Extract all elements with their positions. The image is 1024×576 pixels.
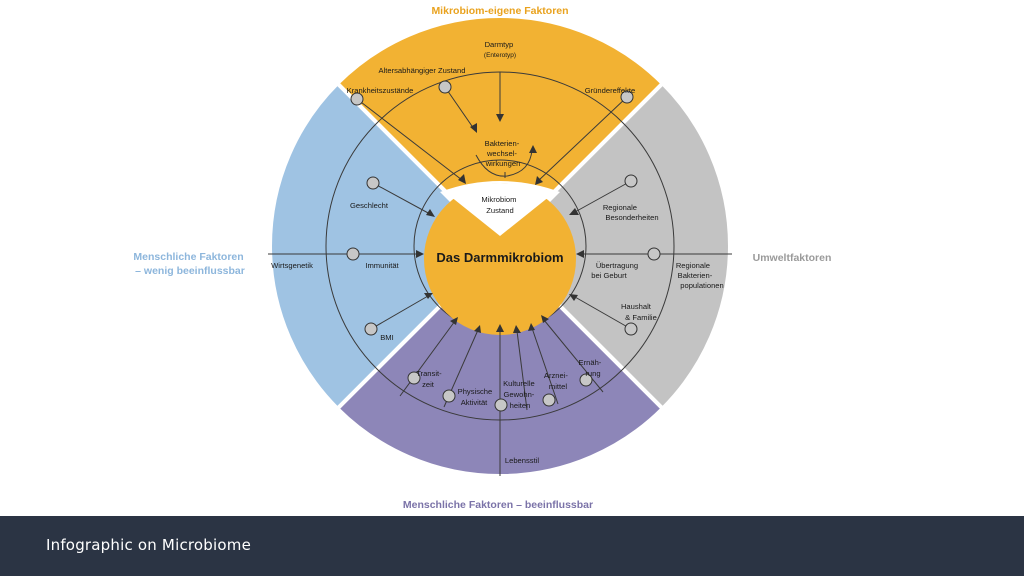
center-title: Das Darmmikrobiom	[436, 250, 563, 265]
label-immunitaet: Immunität	[365, 261, 399, 270]
center-notch	[445, 183, 555, 236]
sector-title-top: Mikrobiom-eigene Faktoren	[431, 5, 568, 17]
label-wirtsgenetik: Wirtsgenetik	[271, 261, 313, 270]
label-arzneimittel: Arznei- mittel	[544, 371, 570, 391]
sector-title-left: Menschliche Faktoren – wenig beeinflussb…	[133, 251, 246, 277]
label-haushalt: Haushalt & Familie	[621, 302, 657, 322]
state-label: Mikrobiom Zustand	[481, 195, 518, 215]
label-populationen: Regionale Bakterien- populationen	[676, 261, 724, 290]
sector-right	[497, 80, 732, 412]
factor-nodes	[346, 80, 661, 412]
label-bakterien: Bakterien- wechsel- wirkungen	[485, 139, 522, 168]
label-transitzeit: Transit- zeit	[416, 369, 444, 389]
label-geschlecht: Geschlecht	[350, 201, 389, 210]
footer-caption: Infographic on Microbiome	[46, 536, 252, 554]
sector-left	[268, 80, 503, 412]
label-alter: Altersabhängiger Zustand	[379, 66, 466, 75]
label-krankheit: Krankheitszustände	[347, 86, 414, 95]
label-regional-besonderheiten: Regionale Besonderheiten	[603, 203, 659, 222]
footer-bar: Infographic on Microbiome	[0, 516, 1024, 576]
label-lebensstil: Lebensstil	[505, 456, 540, 465]
connector-lines	[268, 72, 732, 476]
label-gewohnheiten: Kulturelle Gewohn- heiten	[503, 379, 537, 410]
label-uebertragung: Übertragung bei Geburt	[591, 261, 640, 280]
microbiome-diagram: Mikrobiom-eigene Faktoren Menschliche Fa…	[133, 5, 832, 511]
label-gruender: Gründereffekte	[585, 86, 636, 95]
diagram-stage: Mikrobiom-eigene Faktoren Menschliche Fa…	[133, 5, 832, 511]
sector-title-right: Umweltfaktoren	[753, 252, 832, 264]
sector-title-bottom: Menschliche Faktoren – beeinflussbar	[403, 499, 593, 511]
sector-top	[334, 14, 666, 249]
label-bmi: BMI	[380, 333, 394, 342]
label-darmtyp: Darmtyp (Enterotyp)	[484, 40, 516, 59]
label-aktivitaet: Physische Aktivität	[458, 387, 495, 407]
label-ernaehrung: Ernäh- rung	[579, 358, 604, 378]
center-circle	[424, 183, 576, 335]
